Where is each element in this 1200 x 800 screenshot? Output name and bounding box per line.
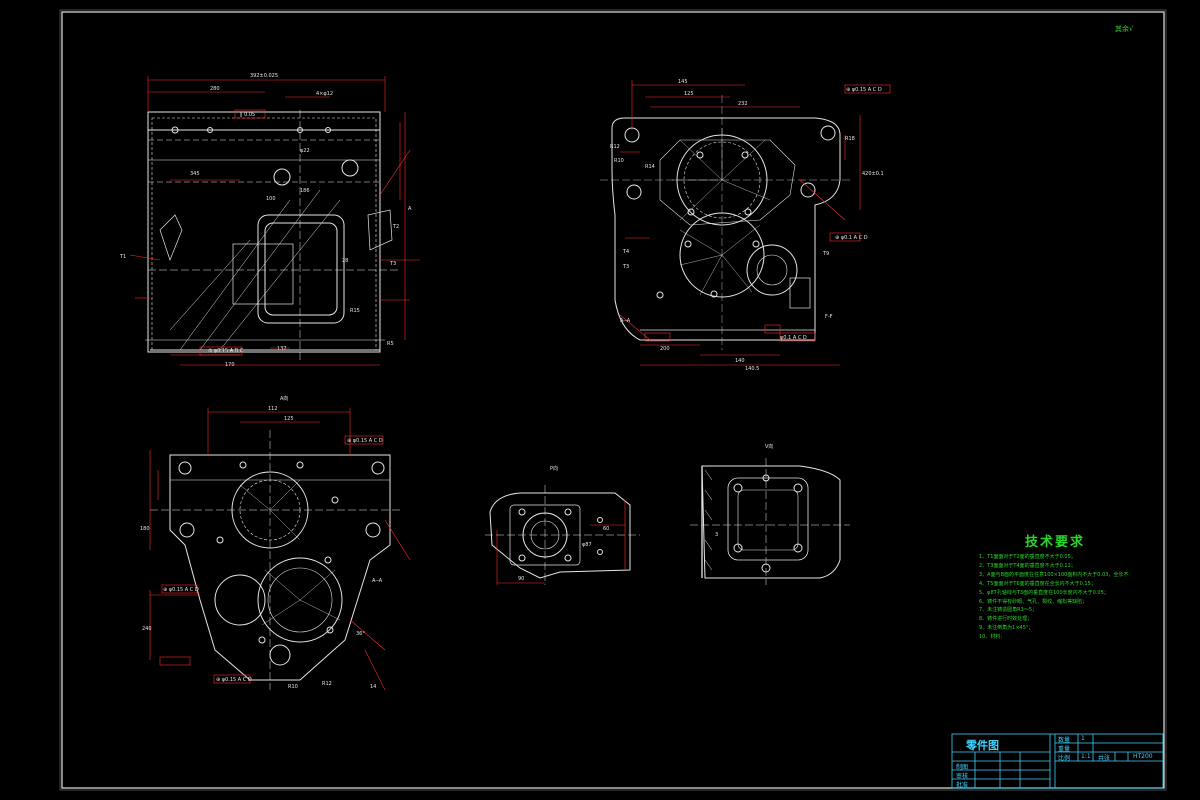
- title-block: [951, 733, 1164, 789]
- svg-text:R10: R10: [614, 158, 624, 164]
- svg-text:A--A: A--A: [620, 318, 631, 324]
- top-view-dim-text: A向 112 125 ⊕ φ0.15 A C D ⊕ φ0.15 A C D ⊕…: [140, 395, 383, 690]
- quantity-value: 1: [1081, 735, 1085, 742]
- svg-text:T3: T3: [389, 261, 396, 267]
- svg-text:φ87: φ87: [582, 542, 592, 548]
- svg-text:⊕ φ0.15 A C D: ⊕ φ0.15 A C D: [163, 587, 199, 593]
- svg-text:R14: R14: [645, 164, 655, 170]
- svg-text:186: 186: [300, 188, 310, 194]
- svg-text:420±0.1: 420±0.1: [862, 171, 884, 177]
- svg-text:A--A: A--A: [372, 578, 383, 584]
- surface-finish-mark: 其余√: [1115, 25, 1134, 33]
- svg-text:140: 140: [735, 358, 745, 364]
- side-view-dim-text: 145 125 232 ⊕ φ0.15 A C D 420±0.1 R12 R1…: [610, 79, 884, 372]
- svg-text:R10: R10: [288, 684, 298, 690]
- tech-requirement-item: 4、T5面面对于T6面的垂直度在全长内不大于0.15；: [979, 580, 1096, 587]
- p-view-dimensions: [496, 500, 626, 585]
- side-view: [611, 117, 841, 341]
- svg-text:R12: R12: [610, 144, 620, 150]
- svg-text:345: 345: [190, 171, 200, 177]
- svg-text:3: 3: [715, 532, 718, 538]
- svg-text:R15: R15: [350, 308, 360, 314]
- svg-text:T1: T1: [119, 254, 126, 260]
- svg-text:F-F: F-F: [825, 314, 833, 320]
- svg-text:14: 14: [370, 684, 376, 690]
- tech-requirement-item: 3、A面与B面的平面度在任意100×100面积内不大于0.03，全长不大于0.0…: [979, 571, 1129, 578]
- tech-requirement-item: 5、φ87孔轴线与T3面的垂直度在100长度内不大于0.05；: [979, 589, 1109, 596]
- quantity-label: 数量: [1058, 737, 1071, 744]
- sheet-label: 共张: [1098, 755, 1111, 762]
- drawing-name: 零件图: [966, 739, 999, 752]
- svg-text:28: 28: [342, 258, 348, 264]
- svg-text:T9: T9: [822, 251, 829, 257]
- svg-text:T2: T2: [392, 224, 399, 230]
- tech-requirement-item: 2、T3面面对于T4面的垂直度不大于0.12；: [979, 562, 1076, 569]
- svg-text:⊕ φ0.15 A C D: ⊕ φ0.15 A C D: [216, 677, 252, 683]
- svg-text:φ0.1 A C D: φ0.1 A C D: [780, 335, 807, 341]
- svg-text:140.5: 140.5: [745, 366, 759, 372]
- svg-text:145: 145: [678, 79, 688, 85]
- svg-text:125: 125: [284, 416, 294, 422]
- svg-text:φ22: φ22: [300, 148, 310, 154]
- svg-text:137: 137: [277, 346, 287, 352]
- svg-text:A: A: [408, 206, 412, 212]
- scale-value: 1:1: [1081, 753, 1091, 760]
- tech-requirement-item: 9、未注倒角为1×45°；: [979, 625, 1034, 632]
- top-view: [150, 430, 400, 690]
- checker-label: 审核: [956, 773, 969, 780]
- tech-requirement-item: 8、铸件进行时效处理；: [979, 616, 1033, 623]
- material-value: HT200: [1133, 753, 1153, 760]
- svg-text:36°: 36°: [356, 631, 365, 637]
- svg-text:T3: T3: [622, 264, 629, 270]
- v-view-text: V向 3: [715, 443, 773, 538]
- side-view-radials: [600, 95, 850, 350]
- svg-text:⊕ φ0.1 A C D: ⊕ φ0.1 A C D: [835, 235, 868, 241]
- front-view-dim-text: 392±0.025 280 4×φ12 ∥ 0.05 φ22 345 186 1…: [119, 73, 412, 368]
- svg-text:60: 60: [603, 526, 609, 532]
- svg-text:112: 112: [268, 406, 278, 412]
- svg-text:125: 125: [684, 91, 694, 97]
- front-view: [145, 110, 400, 360]
- tech-requirement-item: 1、T1面面对于T2面的垂直度不大于0.05；: [979, 554, 1076, 560]
- outer-frame: [59, 9, 1167, 791]
- p-view: [485, 485, 640, 585]
- svg-text:392±0.025: 392±0.025: [250, 73, 278, 79]
- svg-text:R12: R12: [322, 681, 332, 687]
- side-view-dimensions: [619, 80, 891, 366]
- svg-text:⊕ φ0.15 A C D: ⊕ φ0.15 A C D: [846, 87, 882, 93]
- view-label-p: P向: [550, 465, 558, 472]
- view-label-v: V向: [765, 443, 773, 450]
- svg-text:180: 180: [140, 526, 150, 532]
- tech-requirement-item: 6、铸件不得有砂眼、气孔、裂纹、缩松等缺陷；: [979, 598, 1088, 605]
- tech-requirements-title: 技术要求: [1025, 535, 1086, 550]
- top-view-dimensions: [149, 408, 411, 691]
- svg-text:280: 280: [210, 86, 220, 92]
- approver-label: 批准: [956, 782, 969, 789]
- svg-text:232: 232: [738, 101, 748, 107]
- front-view-dimensions: [129, 76, 420, 366]
- svg-text:⊕ φ0.15 A C D: ⊕ φ0.15 A C D: [347, 438, 383, 444]
- drawing-frame: [61, 11, 1165, 789]
- svg-text:4×φ12: 4×φ12: [316, 91, 333, 97]
- designer-label: 制图: [956, 764, 969, 771]
- svg-text:⊕ φ0.15 A B C: ⊕ φ0.15 A B C: [208, 348, 244, 354]
- p-view-text: P向 90 60 φ87: [518, 465, 609, 582]
- svg-text:170: 170: [225, 362, 235, 368]
- tech-requirement-item: 10、材料：: [979, 634, 1006, 641]
- tech-requirements-list: 1、T1面面对于T2面的垂直度不大于0.05； 2、T3面面对于T4面的垂直度不…: [979, 553, 1129, 642]
- svg-text:R18: R18: [845, 136, 855, 142]
- svg-text:200: 200: [660, 346, 670, 352]
- view-label-a: A向: [280, 395, 288, 402]
- scale-label: 比例: [1058, 755, 1071, 762]
- tech-requirement-item: 7、未注铸造圆角R3～5；: [979, 607, 1038, 614]
- svg-text:100: 100: [266, 196, 276, 202]
- svg-text:R5: R5: [387, 341, 394, 347]
- weight-label: 重量: [1058, 746, 1071, 753]
- svg-text:90: 90: [518, 576, 524, 582]
- v-view: [690, 458, 850, 585]
- svg-text:T4: T4: [622, 249, 629, 255]
- svg-text:∥ 0.05: ∥ 0.05: [240, 112, 255, 118]
- svg-text:240: 240: [142, 626, 152, 632]
